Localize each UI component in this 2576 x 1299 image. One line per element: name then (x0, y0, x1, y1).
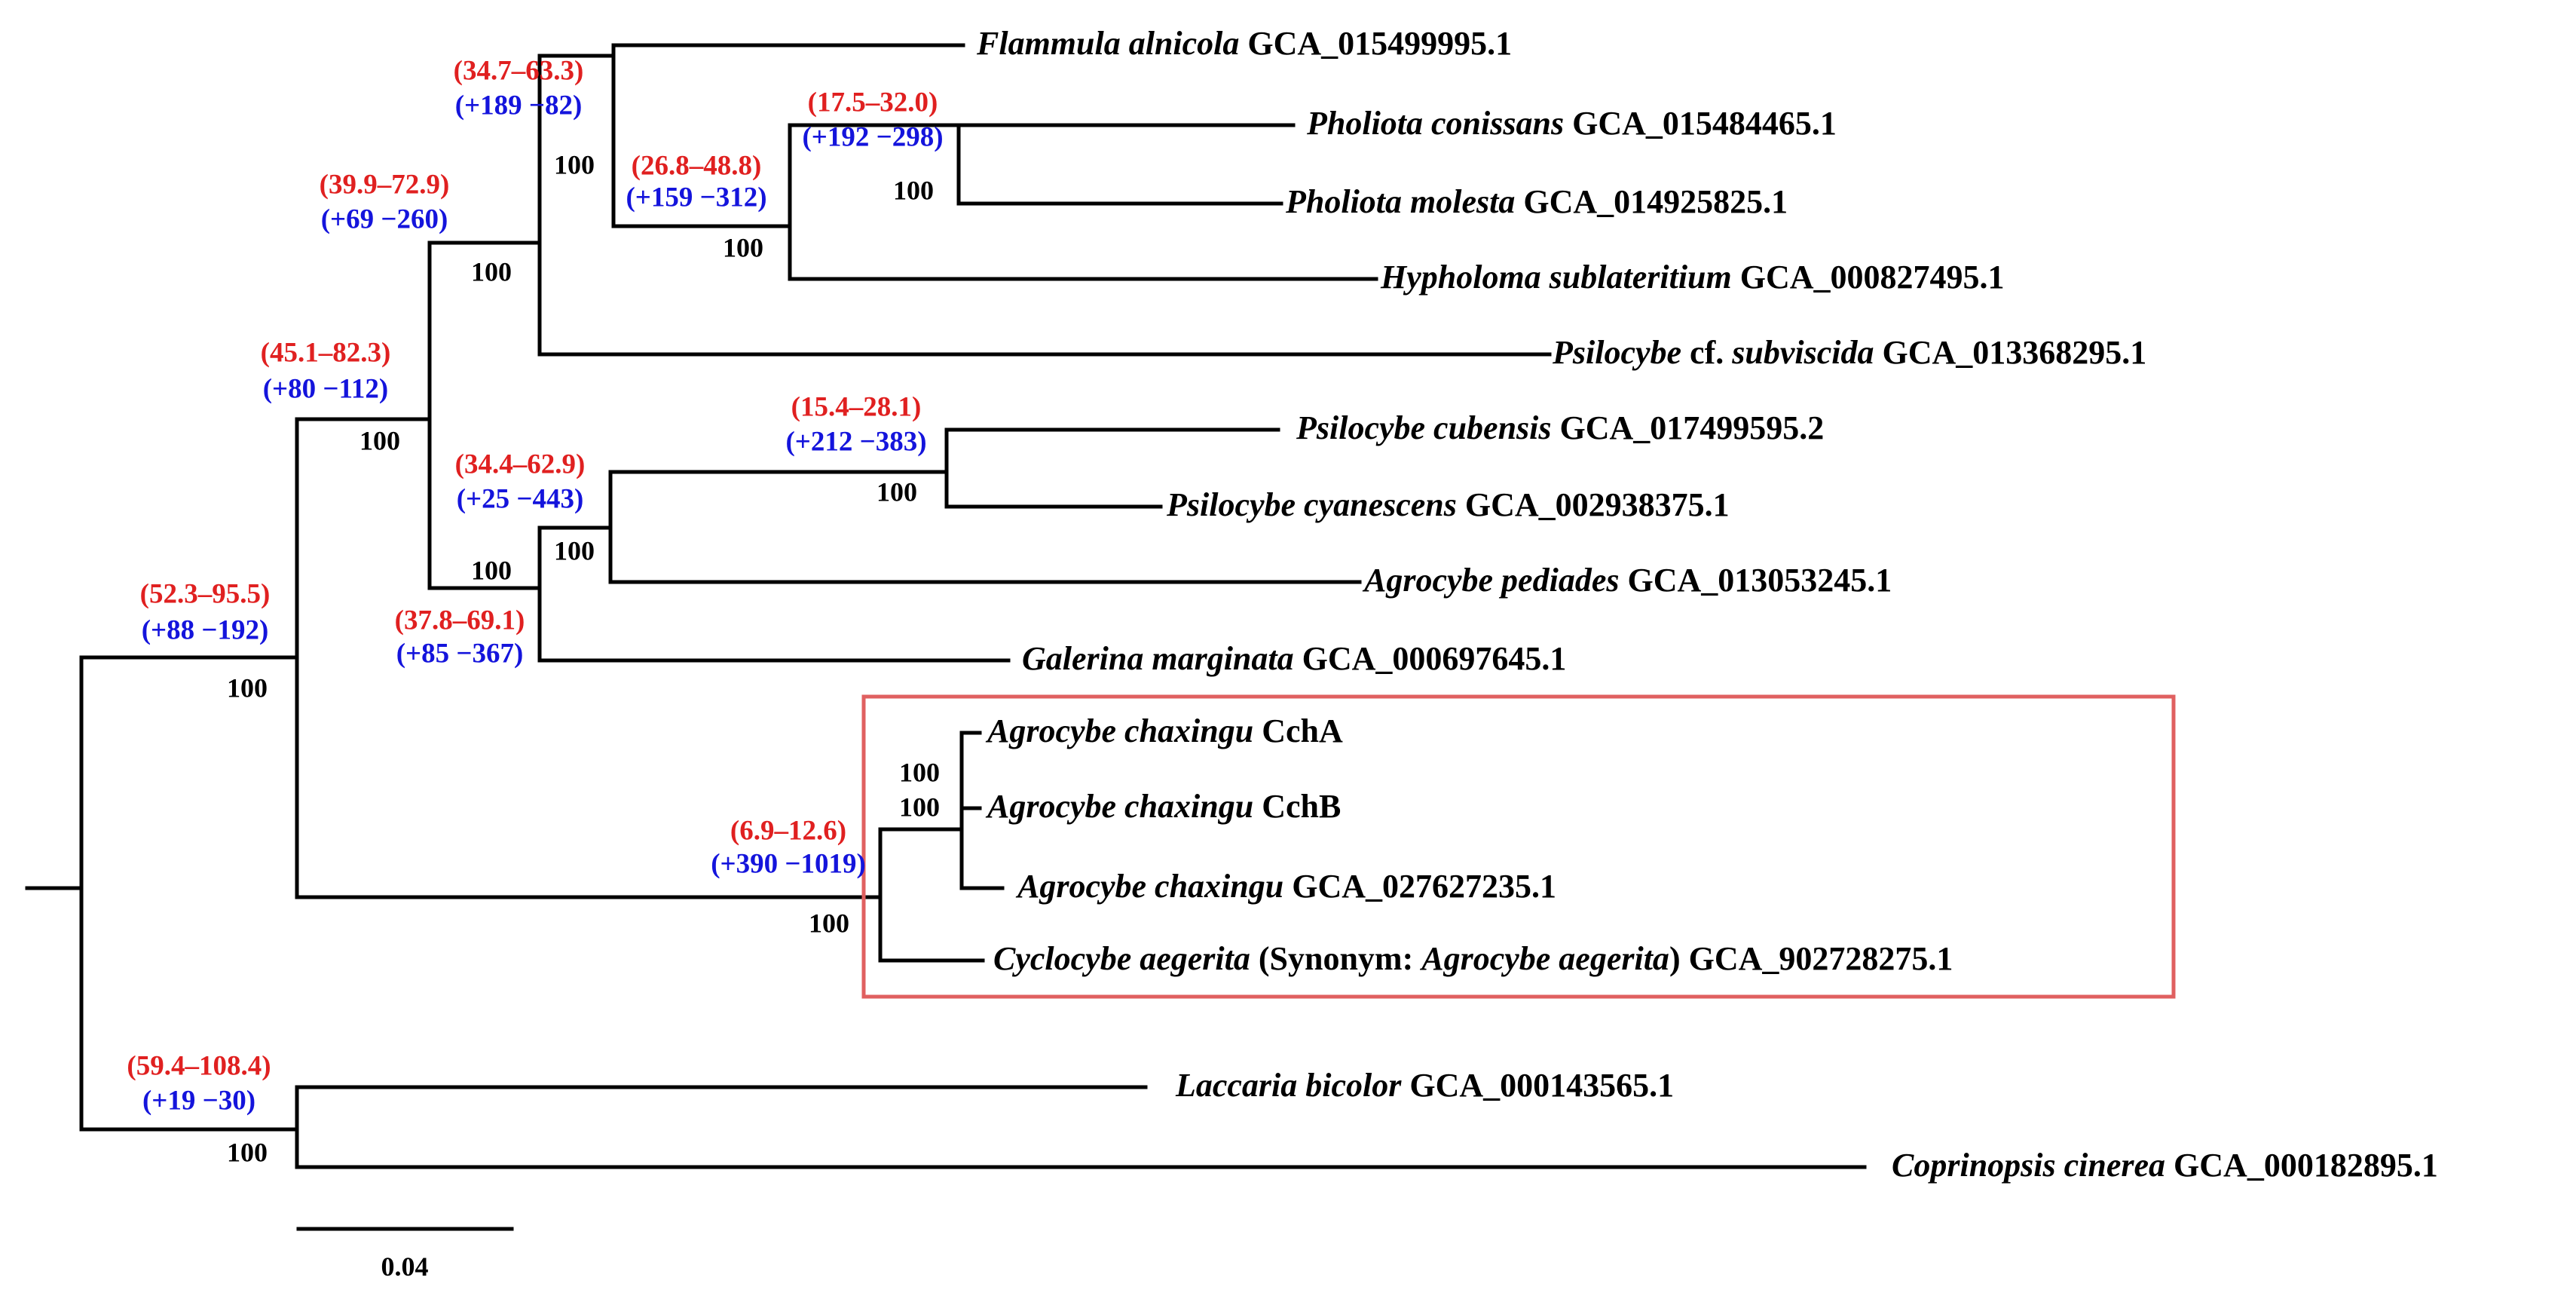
taxon-pediades: Agrocybe pediades GCA_013053245.1 (1362, 562, 1892, 599)
bootstrap-support-n-galerina-group: 100 (471, 555, 512, 585)
species-name: Agrocybe chaxingu (1015, 868, 1283, 905)
species-name: Psilocybe cubensis (1296, 409, 1552, 446)
bootstrap-support-n-ingroup-root: 100 (227, 672, 268, 703)
species-name: Pholiota molesta (1285, 183, 1515, 220)
scale-bar-label: 0.04 (381, 1252, 429, 1282)
taxon-molesta: Pholiota molesta GCA_014925825.1 (1285, 183, 1788, 220)
taxon-laccaria: Laccaria bicolor GCA_000143565.1 (1175, 1067, 1674, 1104)
gene-family-change-n-outgroup: (+19 −30) (142, 1085, 255, 1116)
gene-family-change-n-psilocybe-agrocybe: (+25 −443) (457, 483, 584, 514)
divergence-time-n-chaxingu-aegerita: (6.9–12.6) (730, 815, 846, 846)
taxon-galerina: Galerina marginata GCA_000697645.1 (1022, 640, 1566, 677)
species-name: Hypholoma sublateritium (1380, 259, 1732, 296)
accession-text: GCA_000143565.1 (1401, 1067, 1674, 1104)
species-name: Agrocybe chaxingu (985, 712, 1253, 749)
accession-text: GCA_015499995.1 (1239, 25, 1512, 62)
taxon-coprinopsis: Coprinopsis cinerea GCA_000182895.1 (1892, 1147, 2438, 1184)
gene-family-change-n-galerina-group: (+85 −367) (396, 638, 524, 669)
species-name: Cyclocybe aegerita (993, 940, 1250, 977)
bootstrap-support-n-pholiota: 100 (893, 175, 934, 205)
divergence-time-n-galerina-group: (37.8–69.1) (395, 605, 525, 636)
accession-text: CchA (1253, 712, 1343, 749)
bootstrap-support-n-chaxingu-outer: 100 (899, 792, 940, 822)
gene-family-change-n-flam-pholiota: (+189 −82) (455, 90, 583, 121)
accession-text: GCA_015484465.1 (1564, 105, 1837, 142)
gene-family-change-n-ingroup-a: (+80 −112) (263, 373, 389, 404)
gene-family-change-n-pholiota-hypholoma: (+159 −312) (626, 182, 766, 213)
accession-text: GCA_017499595.2 (1552, 409, 1825, 446)
divergence-time-n-psilocybe: (15.4–28.1) (791, 391, 922, 422)
species-name: Galerina marginata (1022, 640, 1294, 677)
bootstrap-support-n-flam-pholiota: 100 (554, 149, 595, 179)
divergence-time-n-pholiota: (17.5–32.0) (808, 87, 938, 118)
scale-bar: 0.04 (296, 1227, 514, 1282)
species-name: Psilocybe (1552, 334, 1681, 371)
taxon-cyanescens: Psilocybe cyanescens GCA_002938375.1 (1166, 486, 1730, 523)
species-name: Pholiota conissans (1306, 105, 1564, 142)
species-name: Agrocybe pediades (1362, 562, 1619, 599)
taxon-ccha: Agrocybe chaxingu CchA (985, 712, 1343, 749)
taxon-cchb: Agrocybe chaxingu CchB (985, 788, 1341, 825)
divergence-time-n-flam-pholiota: (34.7–63.3) (454, 55, 584, 86)
highlight-box (861, 694, 2176, 999)
tree-branches (25, 43, 1867, 1169)
bootstrap-support-n-hymeno-psilo: 100 (471, 256, 512, 286)
taxon-subviscida: Psilocybe cf. subviscida GCA_013368295.1 (1552, 334, 2146, 371)
accession-text: GCA_000827495.1 (1732, 259, 2005, 296)
accession-text: ) GCA_902728275.1 (1669, 940, 1953, 977)
gene-family-change-n-psilocybe: (+212 −383) (785, 426, 926, 457)
gene-family-change-n-chaxingu-aegerita: (+390 −1019) (711, 848, 866, 879)
accession-text: GCA_000697645.1 (1294, 640, 1567, 677)
gene-family-change-n-pholiota: (+192 −298) (802, 121, 943, 152)
bootstrap-support-n-pholiota-hypholoma: 100 (723, 232, 763, 262)
divergence-time-n-ingroup-a: (45.1–82.3) (261, 337, 391, 368)
accession-text: GCA_014925825.1 (1515, 183, 1788, 220)
bootstrap-support-n-ingroup-a: 100 (359, 425, 400, 455)
divergence-time-n-pholiota-hypholoma: (26.8–48.8) (632, 150, 762, 181)
taxon-flammula: Flammula alnicola GCA_015499995.1 (976, 25, 1512, 62)
species-name: Psilocybe cyanescens (1166, 486, 1457, 523)
accession-text: GCA_027627235.1 (1283, 868, 1556, 905)
taxon-chaxingu-gca: Agrocybe chaxingu GCA_027627235.1 (1015, 868, 1556, 905)
taxon-cubensis: Psilocybe cubensis GCA_017499595.2 (1296, 409, 1824, 446)
divergence-time-n-outgroup: (59.4–108.4) (127, 1050, 271, 1081)
bootstrap-support-n-psilocybe-agrocybe: 100 (554, 535, 595, 565)
accession-text: GCA_013368295.1 (1874, 334, 2146, 371)
taxon-hypholoma: Hypholoma sublateritium GCA_000827495.1 (1380, 259, 2005, 296)
accession-text: cf. (1681, 334, 1732, 371)
bootstrap-support-n-outgroup: 100 (227, 1137, 268, 1167)
divergence-time-n-ingroup-root: (52.3–95.5) (140, 578, 271, 609)
species-name: Agrocybe aegerita (1419, 940, 1669, 977)
accession-text: GCA_013053245.1 (1619, 562, 1892, 599)
taxon-conissans: Pholiota conissans GCA_015484465.1 (1306, 105, 1837, 142)
divergence-time-n-psilocybe-agrocybe: (34.4–62.9) (455, 449, 586, 479)
accession-text: GCA_002938375.1 (1457, 486, 1730, 523)
node-annotations: (34.7–63.3) (+189 −82) 100 (26.8–48.8)(+159… (127, 55, 943, 1167)
species-name: Flammula alnicola (976, 25, 1239, 62)
gene-family-change-n-hymeno-psilo: (+69 −260) (321, 204, 448, 234)
accession-text: CchB (1253, 788, 1341, 825)
species-name: subviscida (1731, 334, 1874, 371)
species-name: Agrocybe chaxingu (985, 788, 1253, 825)
species-name: Laccaria bicolor (1175, 1067, 1402, 1104)
bootstrap-support-n-psilocybe: 100 (877, 476, 917, 507)
accession-text: GCA_000182895.1 (2165, 1147, 2438, 1184)
taxon-aegerita: Cyclocybe aegerita (Synonym: Agrocybe ae… (993, 940, 1953, 977)
divergence-time-n-hymeno-psilo: (39.9–72.9) (320, 169, 450, 200)
accession-text: (Synonym: (1250, 940, 1421, 977)
bootstrap-support-n-chaxingu-inner: 100 (899, 757, 940, 787)
species-name: Coprinopsis cinerea (1892, 1147, 2165, 1184)
gene-family-change-n-ingroup-root: (+88 −192) (142, 614, 269, 645)
taxon-labels: Flammula alnicola GCA_015499995.1Pholiot… (976, 25, 2438, 1184)
bootstrap-support-n-chaxingu-aegerita: 100 (809, 908, 849, 938)
